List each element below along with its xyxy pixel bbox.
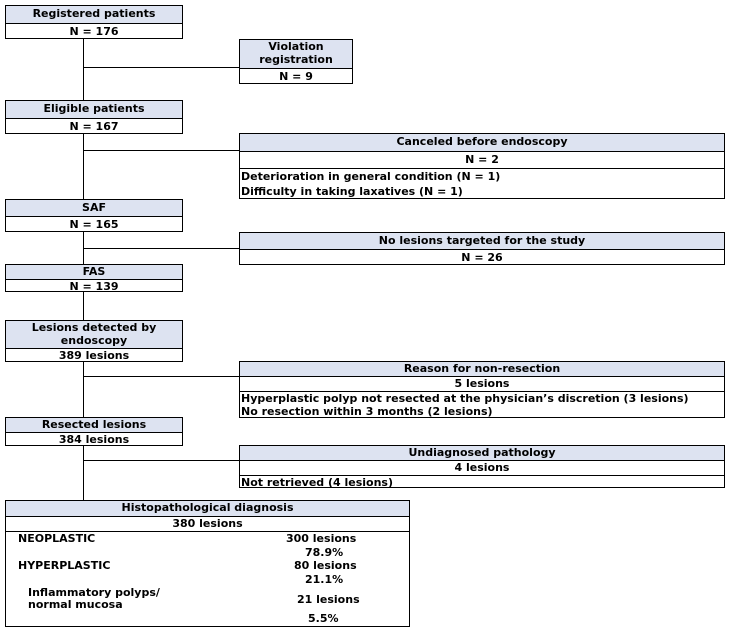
histo-row-label-line1: Inflammatory polyps/: [28, 586, 160, 599]
histopathological-diagnosis-box: Histopathological diagnosis 380 lesions …: [5, 500, 410, 627]
lesions-detected-title: Lesions detected by endoscopy: [6, 321, 182, 349]
registered-patients-box: Registered patients N = 176: [5, 5, 183, 39]
resected-lesions-title: Resected lesions: [6, 418, 182, 433]
resected-lesions-box: Resected lesions 384 lesions: [5, 417, 183, 446]
connector-no-lesions: [83, 248, 239, 249]
eligible-patients-count: N = 167: [69, 120, 119, 133]
lesions-detected-title-line1: Lesions detected by: [31, 321, 157, 334]
violation-registration-count: N = 9: [279, 70, 313, 83]
no-lesions-count: N = 26: [461, 251, 503, 264]
non-resection-reason: No resection within 3 months (2 lesions): [241, 405, 493, 418]
eligible-patients-title: Eligible patients: [6, 101, 182, 119]
connector-violation: [83, 67, 239, 68]
canceled-title: Canceled before endoscopy: [240, 134, 724, 152]
histo-row-count: 80 lesions: [294, 559, 357, 572]
histo-row-label: Inflammatory polyps/ normal mucosa: [28, 587, 160, 611]
no-lesions-title: No lesions targeted for the study: [240, 233, 724, 250]
main-flow-line: [83, 362, 84, 417]
saf-count: N = 165: [69, 218, 119, 231]
histo-count: 380 lesions: [172, 517, 243, 530]
undiagnosed-title: Undiagnosed pathology: [240, 446, 724, 461]
main-flow-line: [83, 446, 84, 500]
no-lesions-targeted-box: No lesions targeted for the study N = 26: [239, 232, 725, 265]
histo-row-pct: 5.5%: [308, 612, 339, 625]
canceled-before-endoscopy-box: Canceled before endoscopy N = 2 Deterior…: [239, 133, 725, 199]
histo-row-label: HYPERPLASTIC: [18, 559, 111, 572]
lesions-detected-count: 389 lesions: [58, 349, 130, 362]
non-resection-count: 5 lesions: [454, 377, 510, 390]
saf-title: SAF: [6, 200, 182, 217]
histo-row-label: NEOPLASTIC: [18, 532, 96, 545]
lesions-detected-box: Lesions detected by endoscopy 389 lesion…: [5, 320, 183, 362]
connector-undiagnosed: [83, 460, 239, 461]
histo-row-count: 300 lesions: [286, 532, 357, 545]
lesions-detected-title-line2: endoscopy: [60, 334, 128, 347]
fas-box: FAS N = 139: [5, 264, 183, 293]
undiagnosed-count: 4 lesions: [454, 461, 510, 474]
eligible-patients-box: Eligible patients N = 167: [5, 100, 183, 134]
violation-title-line1: Violation: [268, 40, 324, 53]
canceled-reason: Deterioration in general condition (N = …: [241, 170, 501, 183]
histo-title: Histopathological diagnosis: [6, 501, 409, 517]
main-flow-line: [83, 134, 84, 199]
violation-title-line2: registration: [259, 53, 333, 66]
histo-row-pct: 21.1%: [305, 573, 344, 586]
fas-count: N = 139: [69, 280, 119, 293]
connector-canceled: [83, 150, 239, 151]
histo-row-count: 21 lesions: [297, 593, 360, 606]
non-resection-title: Reason for non-resection: [240, 362, 724, 377]
connector-non-resection: [83, 376, 239, 377]
violation-registration-title: Violation registration: [240, 40, 352, 69]
histo-row-label-line2: normal mucosa: [28, 598, 123, 611]
violation-registration-box: Violation registration N = 9: [239, 39, 353, 84]
main-flow-line: [83, 39, 84, 100]
main-flow-line: [83, 292, 84, 320]
undiagnosed-reason: Not retrieved (4 lesions): [241, 476, 394, 489]
resected-lesions-count: 384 lesions: [58, 433, 130, 446]
saf-box: SAF N = 165: [5, 199, 183, 232]
registered-patients-title: Registered patients: [6, 6, 182, 24]
fas-title: FAS: [6, 265, 182, 280]
registered-patients-count: N = 176: [69, 25, 119, 38]
histo-row-pct: 78.9%: [305, 546, 344, 559]
undiagnosed-pathology-box: Undiagnosed pathology 4 lesions Not retr…: [239, 445, 725, 489]
non-resection-box: Reason for non-resection 5 lesions Hyper…: [239, 361, 725, 418]
canceled-reason: Difficulty in taking laxatives (N = 1): [241, 185, 463, 198]
canceled-count: N = 2: [465, 153, 499, 166]
non-resection-reason: Hyperplastic polyp not resected at the p…: [241, 392, 689, 405]
